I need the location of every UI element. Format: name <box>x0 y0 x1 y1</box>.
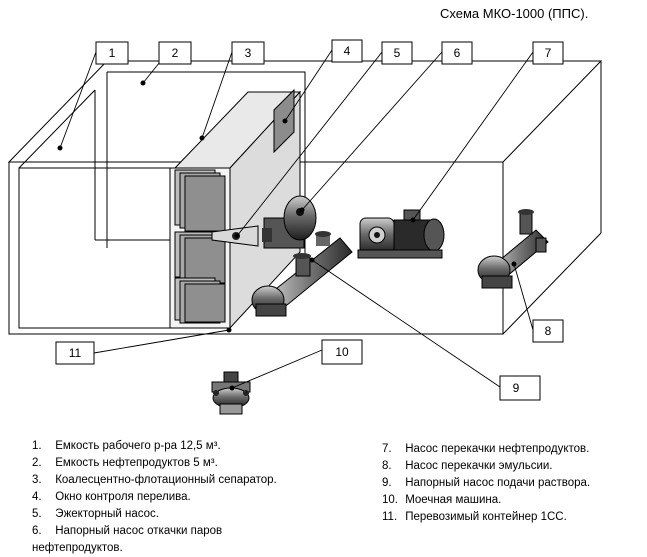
tag-4: 4 <box>331 39 363 63</box>
svg-text:5: 5 <box>394 46 401 60</box>
oil-transfer-pump <box>357 209 445 259</box>
svg-text:3: 3 <box>245 46 252 60</box>
svg-text:10: 10 <box>335 345 349 359</box>
tag-1: 1 <box>95 41 129 65</box>
tag-5: 5 <box>381 41 413 65</box>
tag-11: 11 <box>55 341 95 365</box>
diagram-title: Схема МКО-1000 (ППС). <box>440 6 589 21</box>
legend-item: 8. Насос перекачки эмульсии. <box>382 460 553 472</box>
tag-7: 7 <box>532 41 564 65</box>
legend-item: 7. Насос перекачки нефтепродуктов. <box>382 443 590 455</box>
tag-3: 3 <box>231 41 265 65</box>
svg-text:9: 9 <box>513 381 520 395</box>
svg-text:2: 2 <box>172 46 179 60</box>
svg-text:1: 1 <box>109 46 116 60</box>
svg-text:4: 4 <box>344 44 351 58</box>
leader-lines <box>59 49 534 389</box>
solution-pump <box>251 231 353 317</box>
container-diagram: 1 2 3 4 5 6 7 8 9 10 11 <box>7 39 603 415</box>
washing-machine <box>211 371 251 415</box>
legend-item: 3. Коалесцентно-флотационный сепаратор. <box>32 474 277 486</box>
tag-9: 9 <box>499 375 541 401</box>
legend-item: 2. Емкость нефтепродуктов 5 м³. <box>32 457 218 469</box>
emulsion-pump <box>477 209 549 289</box>
legend-item: 11. Перевозимый контейнер 1СС. <box>382 511 567 523</box>
tag-8: 8 <box>532 319 564 343</box>
legend-left: 1. Емкость рабочего р-ра 12,5 м³. 2. Емк… <box>32 438 277 557</box>
legend-item: 6. Напорный насос откачки паров <box>32 525 223 537</box>
svg-text:7: 7 <box>545 46 552 60</box>
tag-6: 6 <box>441 41 473 65</box>
legend-item: 4. Окно контроля перелива. <box>32 491 191 503</box>
tag-10: 10 <box>321 339 363 365</box>
svg-text:8: 8 <box>545 324 552 338</box>
legend-item: 9. Напорный насос подачи раствора. <box>382 477 591 489</box>
legend-item: нефтепродуктов. <box>32 542 123 554</box>
separator <box>169 90 302 330</box>
legend-right: 7. Насос перекачки нефтепродуктов. 8. На… <box>382 441 590 526</box>
leader-dots <box>57 80 517 391</box>
vapor-pump <box>262 195 317 249</box>
svg-text:6: 6 <box>454 46 461 60</box>
legend-item: 10. Моечная машина. <box>382 494 502 506</box>
legend-item: 5. Эжекторный насос. <box>32 508 159 520</box>
legend-item: 1. Емкость рабочего р-ра 12,5 м³. <box>32 440 221 452</box>
tag-2: 2 <box>158 41 192 65</box>
svg-text:11: 11 <box>69 346 82 360</box>
